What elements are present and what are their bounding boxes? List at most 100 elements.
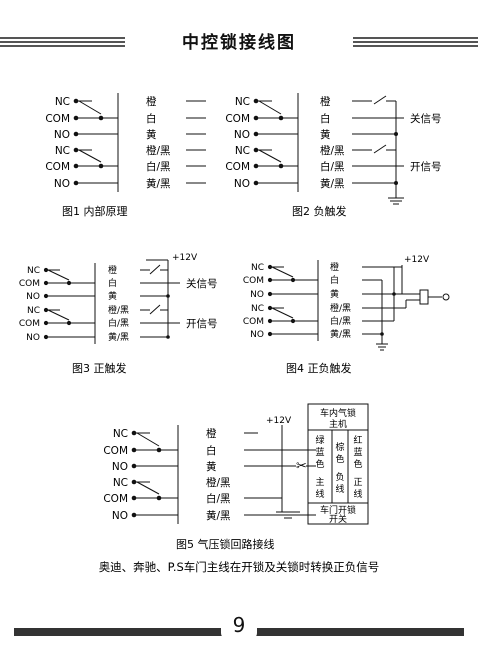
fig4-pin-no2: NO (250, 330, 264, 340)
fig1-wire-4: 橙/黑 (146, 144, 171, 157)
fig5-box-bottom-1: 车门开锁 (320, 504, 356, 516)
fig2-lock-signal: 关信号 (410, 112, 442, 125)
fig5-pos-2: 线 (353, 488, 362, 500)
fig2-wire-6: 黄/黑 (320, 177, 345, 190)
fig4-caption: 图4 正负触发 (286, 361, 352, 375)
fig2-pin-com1: COM (225, 113, 250, 125)
fig4-pin-nc2: NC (251, 304, 264, 314)
fig1-wire-5: 白/黑 (146, 160, 171, 173)
fig5-wire-1: 橙 (206, 427, 217, 440)
fig2-pin-no1: NO (234, 129, 250, 141)
fig4-pins: NC COM NO NC COM NO (243, 263, 264, 340)
fig3-unlock-signal: 开信号 (186, 318, 218, 330)
fig4-wire-2: 白 (330, 274, 339, 286)
fig1-caption: 图1 内部原理 (62, 204, 128, 218)
fig4-pin-nc1: NC (251, 263, 264, 273)
fig2-pins: NC COM NO NC COM NO (225, 96, 250, 190)
fig2-wire-1: 橙 (320, 95, 331, 108)
fig3-pin-no2: NO (26, 333, 40, 343)
fig4-pin-no1: NO (250, 290, 264, 300)
fig5-neg-2: 线 (335, 483, 344, 495)
fig3-pin-no1: NO (26, 292, 40, 302)
fig4-pin-com2: COM (243, 317, 264, 327)
fig5-wires: 橙 白 黄 橙/黑 白/黑 黄/黑 (206, 427, 231, 522)
fig2-wire-4: 橙/黑 (320, 144, 345, 157)
fig3-wire-2: 白 (108, 277, 117, 289)
fig5-main-1: 主 (315, 476, 324, 488)
fig3-wire-1: 橙 (108, 264, 117, 276)
page-header: 中控锁接线图 (0, 30, 478, 56)
fig1-wire-1: 橙 (146, 95, 157, 108)
fig5-wire-5: 白/黑 (206, 492, 231, 505)
fig4-diagram (270, 260, 450, 351)
fig1-pin-no2: NO (54, 178, 70, 190)
fig3-wire-3: 黄 (108, 290, 117, 302)
fig5-neg-1: 负 (335, 471, 344, 483)
fig1-pin-nc2: NC (55, 145, 70, 157)
fig2-wire-2: 白 (320, 112, 331, 125)
fig3-caption: 图3 正触发 (72, 361, 127, 375)
fig1-pin-com1: COM (45, 113, 70, 125)
fig5-pin-nc1: NC (113, 428, 128, 440)
fig4-wire-6: 黄/黑 (330, 328, 351, 340)
fig1-pins: NC COM NO NC COM NO (45, 96, 70, 190)
fig5-pin-no1: NO (112, 461, 128, 473)
fig3-wire-5: 白/黑 (108, 317, 129, 329)
fig1-pin-no1: NO (54, 129, 70, 141)
fig1-wires: 橙 白 黄 橙/黑 白/黑 黄/黑 (146, 95, 171, 190)
fig5-box-top-2: 主机 (329, 418, 347, 430)
fig4-plus12v: +12V (404, 255, 430, 265)
fig5-plus12v: +12V (266, 416, 292, 426)
fig3-pin-nc1: NC (27, 266, 40, 276)
header-band (125, 30, 353, 56)
fig3-pin-com1: COM (19, 279, 40, 289)
fig4-wire-4: 橙/黑 (330, 302, 351, 314)
fig1-wire-2: 白 (146, 112, 157, 125)
fig4-wires: 橙 白 黄 橙/黑 白/黑 黄/黑 (330, 261, 351, 340)
fig5-red-2: 蓝 (353, 446, 362, 458)
fig5-wire-6: 黄/黑 (206, 509, 231, 522)
fig5-wire-4: 橙/黑 (206, 476, 231, 489)
fig4-pin-com1: COM (243, 276, 264, 286)
fig4-wire-1: 橙 (330, 261, 339, 273)
fig3-pin-com2: COM (19, 319, 40, 329)
fig3-plus12v: +12V (172, 253, 198, 263)
fig5-diagram (134, 403, 369, 525)
fig5-pin-nc2: NC (113, 477, 128, 489)
fig3-pin-nc2: NC (27, 306, 40, 316)
fig5-green-3: 色 (315, 458, 324, 470)
fig2-pin-nc2: NC (235, 145, 250, 157)
fig3-wire-4: 橙/黑 (108, 304, 129, 316)
fig5-box-bottom-2: 开关 (329, 513, 347, 525)
fig4-wire-5: 白/黑 (330, 315, 351, 327)
fig5-brown-1: 棕 (335, 441, 344, 453)
fig5-wire-2: 白 (206, 444, 217, 457)
fig5-red-1: 红 (353, 434, 362, 446)
fig2-wire-5: 白/黑 (320, 160, 345, 173)
fig5-brown-2: 色 (335, 453, 344, 465)
fig5-green-2: 蓝 (315, 446, 324, 458)
fig2-pin-com2: COM (225, 161, 250, 173)
fig5-pos-1: 正 (353, 478, 362, 488)
fig5-wire-3: 黄 (206, 460, 217, 473)
fig5-pins: NC COM NO NC COM NO (103, 428, 128, 522)
fig2-wires: 橙 白 黄 橙/黑 白/黑 黄/黑 (320, 95, 345, 190)
fig5-pin-com1: COM (103, 445, 128, 457)
fig1-wire-3: 黄 (146, 128, 157, 141)
fig2-caption: 图2 负触发 (292, 204, 347, 218)
fig1-pin-nc1: NC (55, 96, 70, 108)
fig5-main-2: 线 (315, 488, 324, 500)
fig1-wire-6: 黄/黑 (146, 177, 171, 190)
note-text: 奥迪、奔驰、P.S车门主线在开锁及关锁时转换正负信号 (99, 560, 380, 574)
page-number: 9 (221, 611, 257, 639)
page-title: 中控锁接线图 (182, 33, 296, 53)
scissors-icon: ✂ (296, 459, 307, 474)
fig2-pin-no2: NO (234, 178, 250, 190)
fig5-box-top-1: 车内气锁 (320, 407, 356, 419)
fig5-green-1: 绿 (315, 434, 324, 446)
fig5-caption: 图5 气压锁回路接线 (176, 537, 275, 551)
fig5-pin-no2: NO (112, 510, 128, 522)
fig2-pin-nc1: NC (235, 96, 250, 108)
